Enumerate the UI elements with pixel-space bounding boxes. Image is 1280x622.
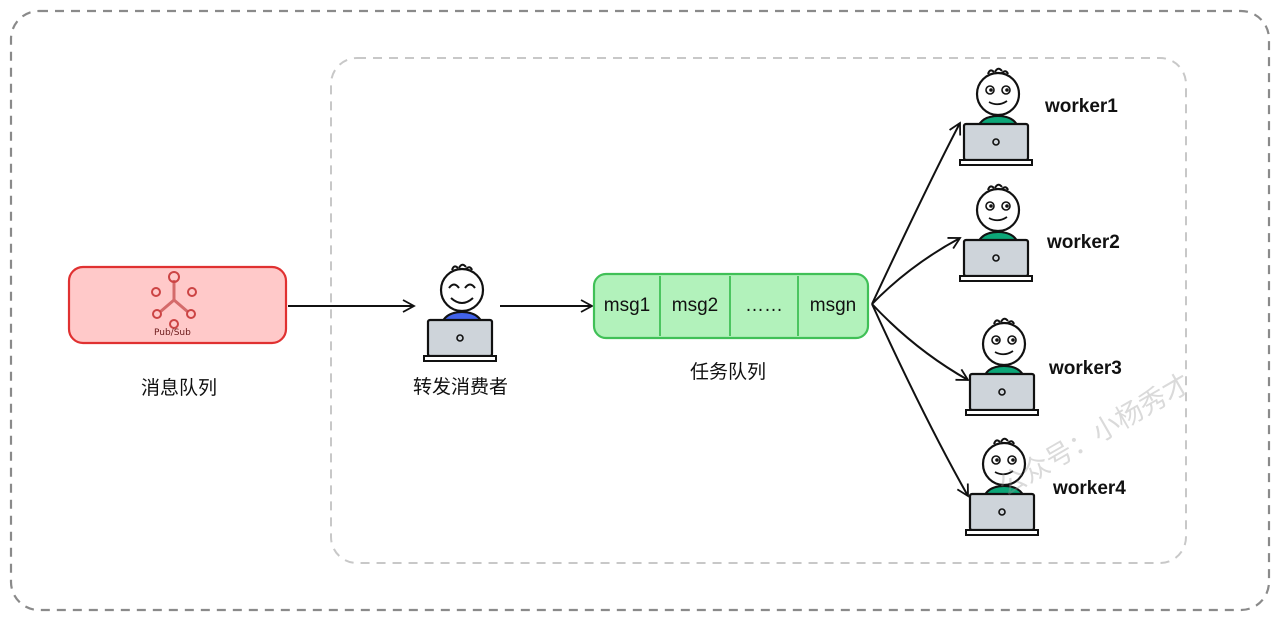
task-queue: msg1 msg2 …… msgn xyxy=(594,274,868,338)
arrow-to-worker2 xyxy=(871,237,962,305)
queue-cell-msg2: msg2 xyxy=(671,295,719,316)
pubsub-caption: 消息队列 xyxy=(141,377,218,399)
worker3-person xyxy=(964,317,1040,417)
forwarder-caption: 转发消费者 xyxy=(413,376,509,398)
queue-cell-msgn: msgn xyxy=(809,295,857,316)
pubsub-icon xyxy=(151,271,197,329)
worker3-label: worker3 xyxy=(1049,358,1122,379)
queue-cell-msg1: msg1 xyxy=(603,295,651,316)
worker1-person xyxy=(958,67,1034,167)
worker1-label: worker1 xyxy=(1045,96,1118,117)
outer-frame xyxy=(9,9,1271,612)
pubsub-icon-label: Pub/Sub xyxy=(154,328,191,338)
task-queue-box xyxy=(592,272,870,340)
pubsub-box xyxy=(67,265,288,345)
worker4-label: worker4 xyxy=(1053,478,1126,499)
forwarder-person xyxy=(422,263,498,363)
queue-cell-ellipsis: …… xyxy=(745,295,783,316)
inner-frame xyxy=(330,57,1187,564)
task-queue-caption: 任务队列 xyxy=(690,361,767,383)
arrow-to-worker4 xyxy=(871,303,969,498)
arrow-to-worker1 xyxy=(871,121,962,305)
worker2-person xyxy=(958,183,1034,283)
arrow-to-worker3 xyxy=(871,303,970,381)
worker2-label: worker2 xyxy=(1047,232,1120,253)
